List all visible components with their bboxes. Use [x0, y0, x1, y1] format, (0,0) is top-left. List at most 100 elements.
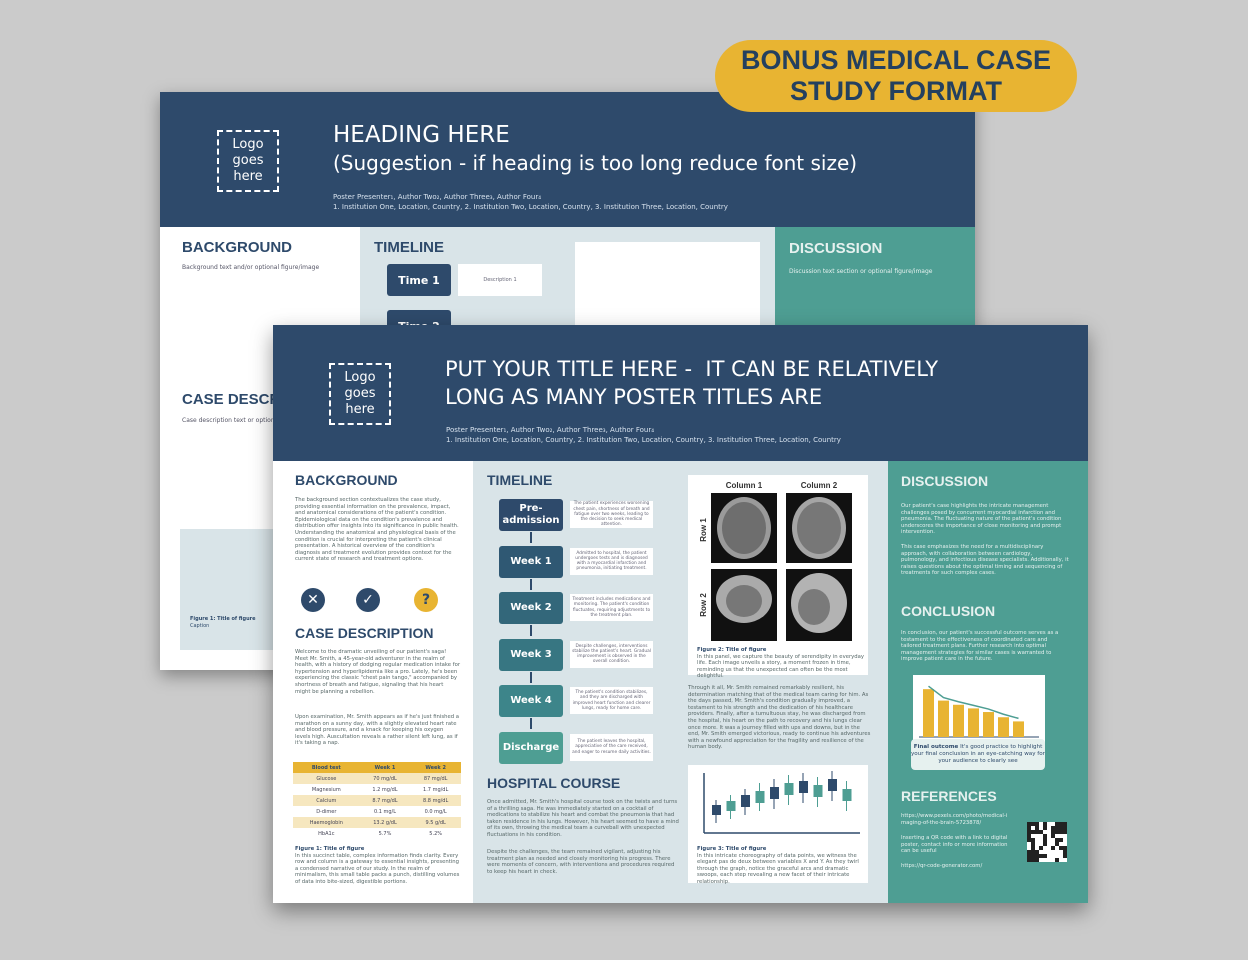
qr-module: [1031, 846, 1035, 850]
table-cell: 8.7 mg/dL: [359, 795, 411, 806]
table-cell: 0.0 mg/L: [410, 806, 461, 817]
qr-module: [1059, 830, 1063, 834]
qr-module: [1031, 822, 1035, 826]
back-time-1: Time 1: [387, 264, 451, 296]
figure-2-caption: Figure 2: Title of figure In this panel,…: [697, 647, 865, 680]
timeline-connector: [530, 671, 532, 683]
table-cell: 9.5 g/dL: [410, 817, 461, 828]
box-plot-panel: [688, 765, 868, 883]
final-outcome-label: Final outcome: [913, 744, 959, 750]
brain-inner: [797, 502, 841, 554]
qr-module: [1027, 858, 1031, 862]
bar: [998, 717, 1009, 737]
qr-module: [1055, 838, 1059, 842]
qr-module: [1055, 822, 1059, 826]
brain-inner: [726, 585, 762, 617]
bar: [983, 712, 994, 737]
discussion-title: DISCUSSION: [901, 473, 989, 489]
box: [813, 785, 823, 797]
background-title: BACKGROUND: [295, 472, 398, 488]
hospital-course-title: HOSPITAL COURSE: [487, 775, 621, 791]
table-cell: 1.7 mg/dL: [410, 784, 461, 795]
qr-module: [1055, 842, 1059, 846]
discussion-paragraph-2: This case emphasizes the need for a mult…: [901, 544, 1069, 577]
qr-module: [1043, 826, 1047, 830]
qr-note: Inserting a QR code with a link to digit…: [901, 835, 1008, 855]
qr-module: [1031, 830, 1035, 834]
table-header: Week 1: [359, 762, 411, 773]
bar: [923, 689, 934, 737]
bar-chart-svg: [919, 685, 1039, 738]
back-background-title: BACKGROUND: [182, 239, 292, 256]
qr-module: [1039, 846, 1043, 850]
row-1-label: Row 1: [699, 518, 708, 542]
timeline-connector: [530, 532, 532, 543]
back-authors: Poster Presenter₁, Author Two₂, Author T…: [333, 192, 728, 212]
reference-link[interactable]: https://www.pexels.com/photo/medical-ima…: [901, 813, 1008, 826]
qr-module: [1055, 858, 1059, 862]
qr-module: [1027, 834, 1031, 838]
table-cell: HbA1c: [293, 828, 360, 839]
table-cell: 0.1 mg/L: [359, 806, 411, 817]
logo-text: here: [345, 402, 375, 417]
qr-module: [1051, 846, 1055, 850]
qr-module: [1027, 854, 1031, 858]
box: [799, 781, 808, 793]
timeline-description: Treatment includes medications and monit…: [570, 594, 653, 621]
bar: [968, 708, 979, 737]
qr-module: [1027, 830, 1031, 834]
qr-module: [1027, 850, 1031, 854]
qr-module: [1063, 850, 1067, 854]
qr-module: [1055, 830, 1059, 834]
timeline-connector: [530, 718, 532, 729]
qr-module: [1027, 822, 1031, 826]
box: [842, 789, 852, 801]
back-figure-caption: Figure 1: Title of figure Caption: [190, 616, 256, 630]
qr-module: [1043, 834, 1047, 838]
table-cell: Haemoglobin: [293, 817, 360, 828]
back-description-1: Description 1: [458, 264, 542, 296]
timeline-description: The patient leaves the hospital, appreci…: [570, 733, 653, 761]
table-cell: 1.2 mg/dL: [359, 784, 411, 795]
timeline-step: Pre-admission: [499, 499, 563, 531]
title-line-2: LONG AS MANY POSTER TITLES ARE: [445, 385, 823, 409]
qr-module: [1039, 830, 1043, 834]
table-cell: 8.8 mg/dL: [410, 795, 461, 806]
institution-line: 1. Institution One, Location, Country, 2…: [333, 203, 728, 211]
final-outcome-text: It's good practice to highlight your fin…: [911, 744, 1045, 764]
qr-module: [1059, 838, 1063, 842]
logo-text: goes: [232, 153, 264, 168]
figure-1-caption: Figure 1: Title of figure In this succin…: [295, 846, 460, 886]
qr-code-icon[interactable]: [1027, 822, 1067, 862]
back-timeline-title: TIMELINE: [374, 239, 444, 256]
mri-grid: Column 1 Column 2 Row 1 Row 2: [699, 481, 852, 641]
box-plot: [703, 771, 860, 834]
outcome-bar-chart: [913, 675, 1045, 743]
hospital-course-paragraph-2: Despite the challenges, the team remaine…: [487, 849, 675, 875]
back-discussion-text: Discussion text section or optional figu…: [789, 268, 933, 275]
row-2-label: Row 2: [699, 593, 708, 617]
conclusion-title: CONCLUSION: [901, 603, 996, 619]
front-poster-header: [273, 325, 1088, 461]
table-cell: 70 mg/dL: [359, 773, 411, 784]
logo-text: here: [233, 169, 263, 184]
badge-line-1: BONUS MEDICAL CASE: [740, 45, 1052, 75]
x-circle-icon: ✕: [301, 588, 325, 612]
qr-module: [1055, 826, 1059, 830]
table-cell: Calcium: [293, 795, 360, 806]
timeline-step: Week 3: [499, 638, 563, 671]
table-cell: Magnesium: [293, 784, 360, 795]
qr-generator-link[interactable]: https://qr-code-generator.com/: [901, 863, 983, 869]
title-line-1: PUT YOUR TITLE HERE - IT CAN BE RELATIVE…: [445, 357, 939, 381]
timeline-step: Week 4: [499, 685, 563, 717]
author-line: Poster Presenter₁, Author Two₂, Author T…: [446, 426, 655, 434]
column-2-label: Column 2: [801, 481, 838, 490]
timeline-description: Admitted to hospital, the patient underg…: [570, 547, 653, 575]
back-background-text: Background text and/or optional figure/i…: [182, 264, 320, 271]
figure-2-text: In this panel, we capture the beauty of …: [697, 653, 865, 680]
timeline-description: The patient's condition stabilizes, and …: [570, 687, 653, 714]
table-cell: 5.7%: [359, 828, 411, 839]
